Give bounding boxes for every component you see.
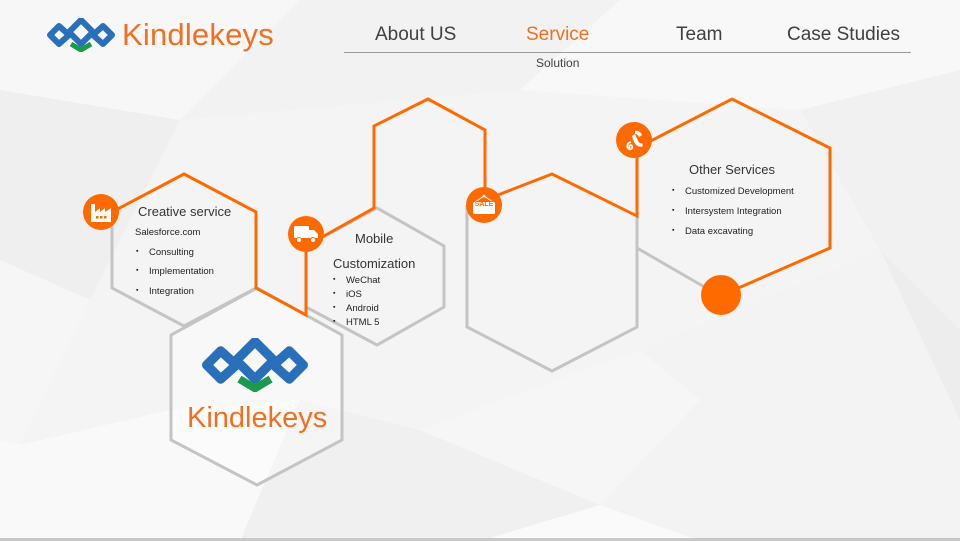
other-item-data-excavating: Data excavating [672, 226, 753, 237]
mobile-item-android: Android [333, 303, 379, 314]
creative-item-integration: Integration [136, 286, 194, 297]
header-logo[interactable]: Kindlekeys [47, 15, 274, 55]
mobile-icon-badge [288, 216, 324, 252]
truck-icon [294, 226, 318, 243]
sale-icon-badge: SALE [466, 187, 502, 223]
mobile-title-line1: Mobile [355, 231, 394, 246]
mobile-item-wechat: WeChat [333, 275, 380, 286]
creative-item-consulting: Consulting [136, 247, 194, 258]
creative-service-title: Creative service [138, 204, 232, 219]
kindlekeys-chain-logo-icon [47, 18, 115, 52]
subnav-solution[interactable]: Solution [536, 56, 580, 70]
center-logo [202, 336, 308, 396]
mobile-item-html5: HTML 5 [333, 317, 380, 328]
other-services-title: Other Services [689, 162, 775, 177]
sale-sign-icon [473, 194, 495, 214]
sale-label: SALE [474, 201, 494, 208]
creative-service-subtitle: Salesforce.com [135, 227, 201, 238]
nav-service[interactable]: Service [526, 24, 590, 45]
orange-dot [701, 275, 741, 315]
center-logo-text: Kindlekeys [187, 402, 328, 434]
creative-service-icon-badge [83, 194, 119, 230]
other-item-customized-development: Customized Development [672, 186, 794, 197]
bottom-divider [0, 538, 960, 541]
nav-about-us[interactable]: About US [375, 24, 457, 45]
phone-icon [626, 130, 643, 151]
mobile-item-ios: iOS [333, 289, 362, 300]
nav-team[interactable]: Team [676, 24, 723, 45]
nav-case-studies[interactable]: Case Studies [787, 24, 901, 45]
other-item-intersystem-integration: Intersystem Integration [672, 206, 782, 217]
kindlekeys-chain-logo-icon [202, 336, 308, 393]
factory-icon [91, 204, 111, 222]
creative-item-implementation: Implementation [136, 266, 214, 277]
other-services-icon-badge [616, 122, 652, 158]
brand-name: Kindlekeys [122, 17, 274, 52]
top-navigation: About US Service Team Case Studies [344, 22, 911, 53]
mobile-title-line2: Customization [333, 256, 416, 271]
